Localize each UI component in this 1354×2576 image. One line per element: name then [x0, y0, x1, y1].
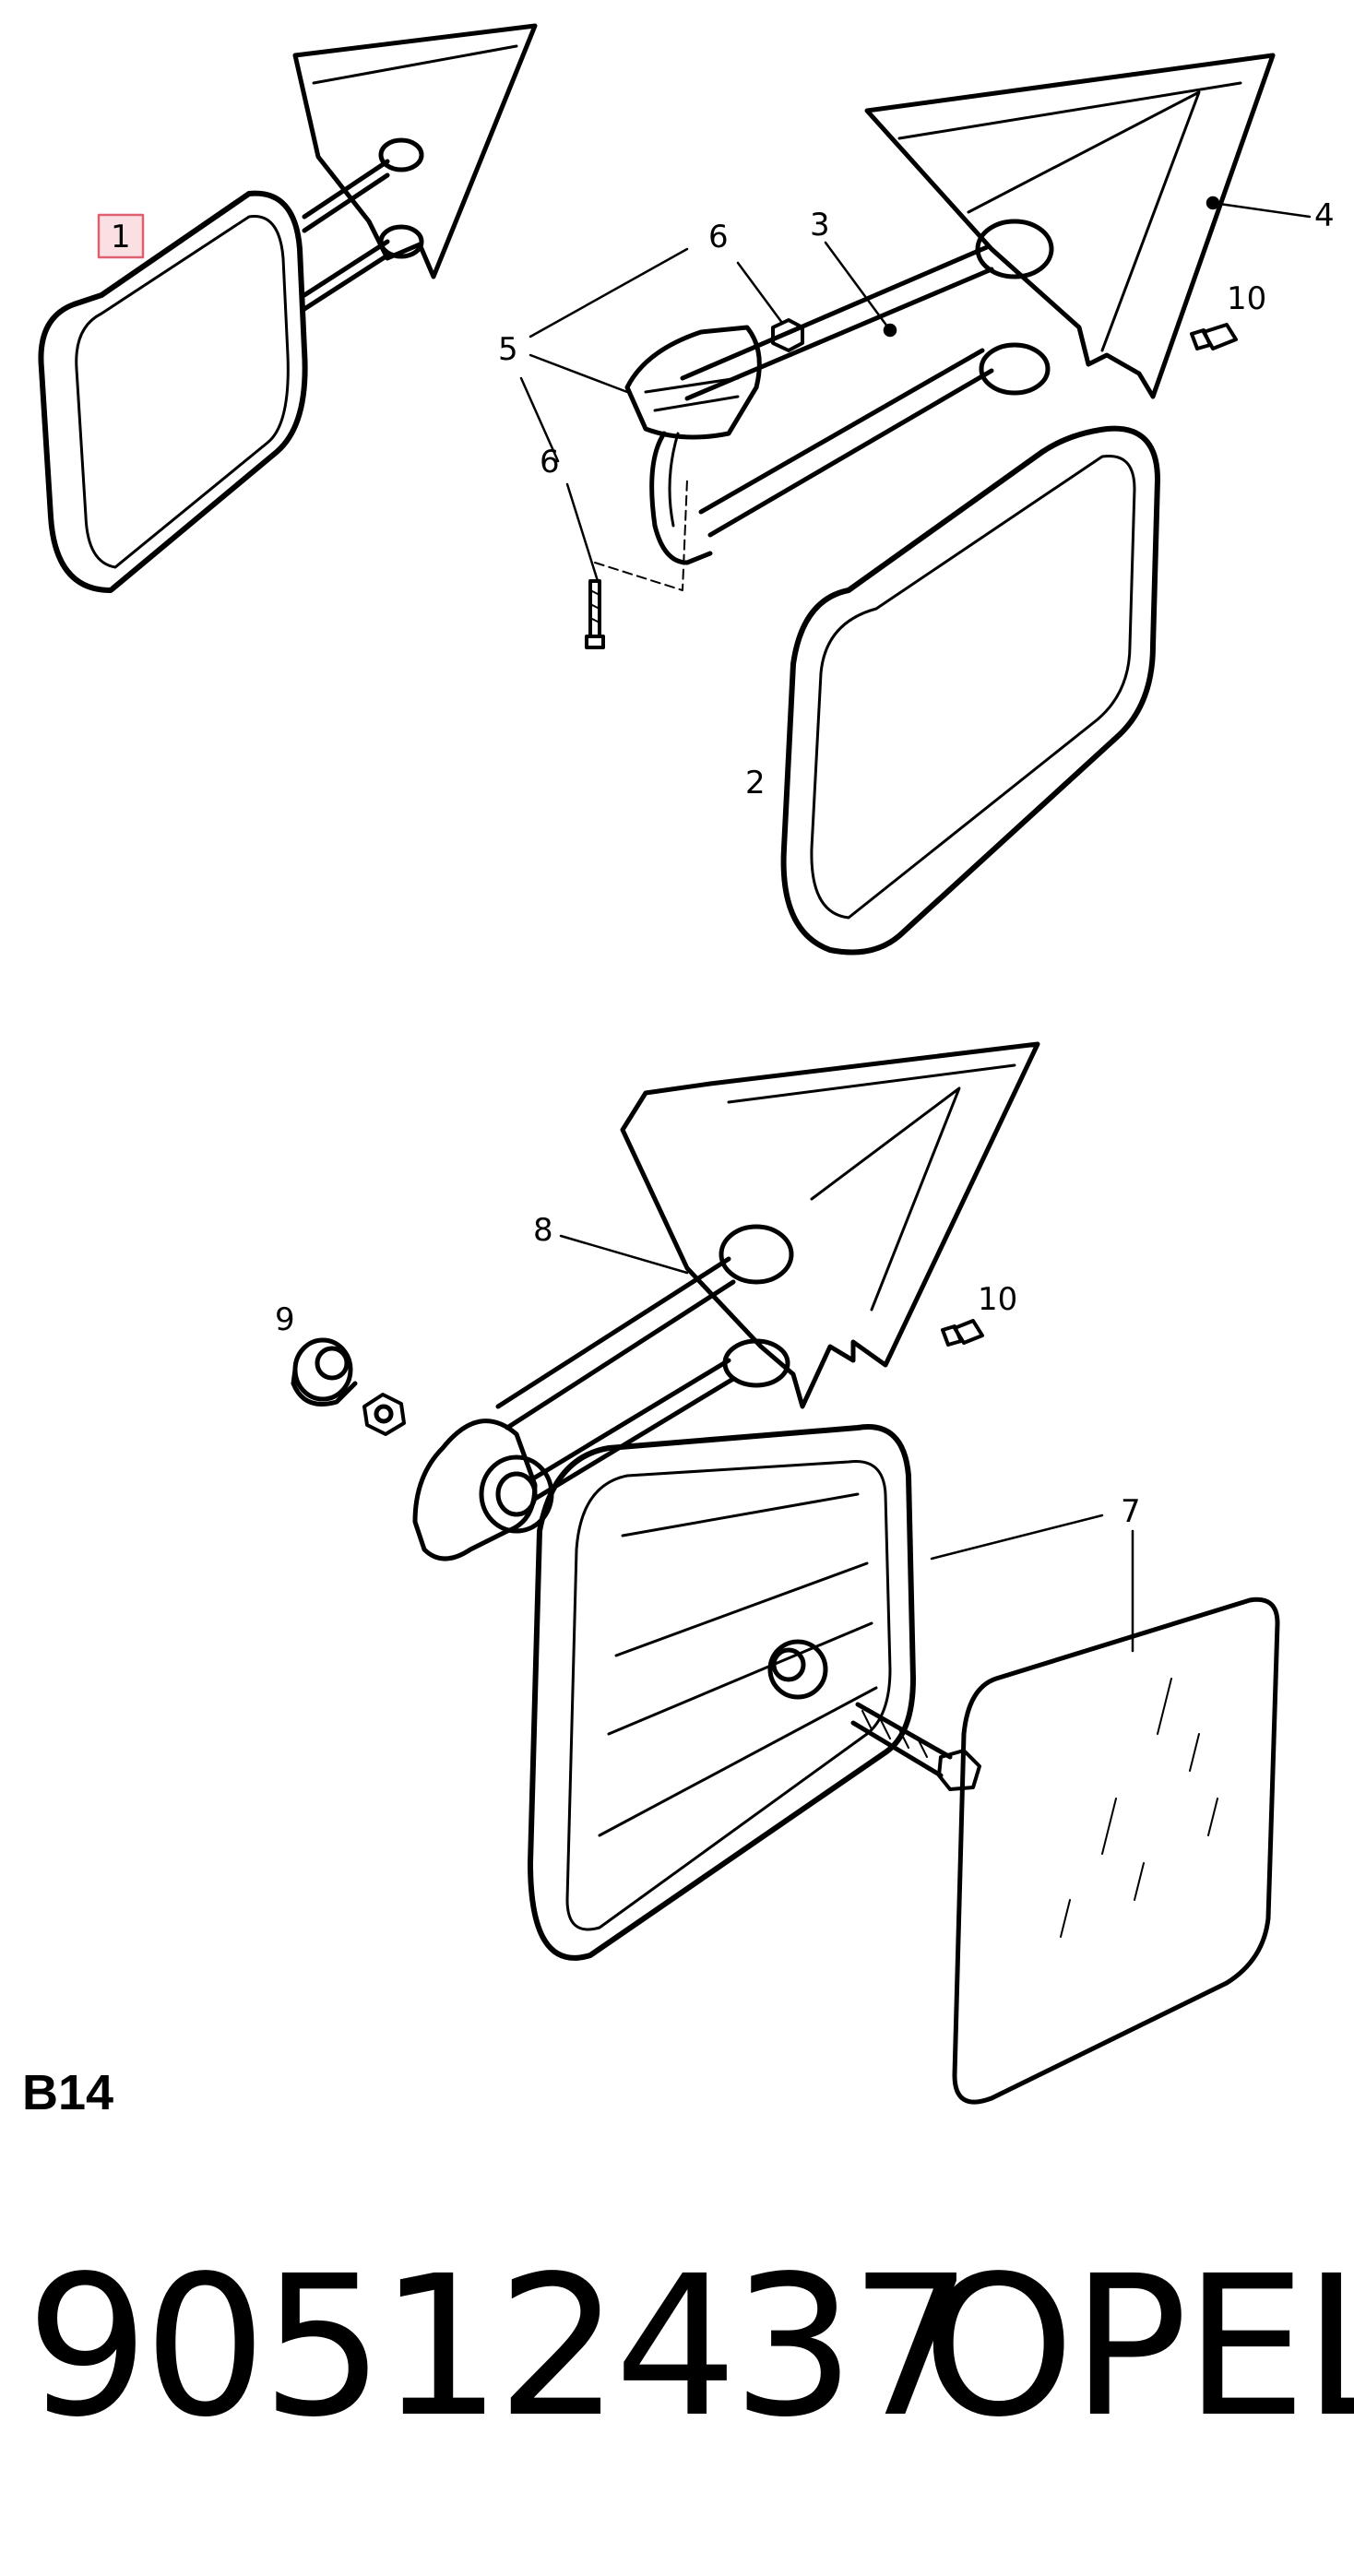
callout-9: 9: [275, 1301, 295, 1338]
mirror-assembly-upper: [585, 53, 1276, 956]
callout-10-upper: 10: [1227, 280, 1266, 317]
callout-1: 1: [111, 219, 131, 255]
callout-10-lower: 10: [978, 1281, 1017, 1318]
callout-3: 3: [810, 207, 830, 243]
callout-4: 4: [1314, 197, 1335, 234]
mirror-assembly-small: [38, 23, 538, 593]
brand-name: OPEL: [922, 2234, 1354, 2460]
callout-7: 7: [1121, 1493, 1141, 1530]
mirror-assembly-lower: [291, 1041, 1280, 2105]
parts-diagram: 1: [38, 23, 1335, 2105]
callout-2: 2: [745, 765, 766, 801]
part-number: 90512437: [26, 2234, 973, 2460]
callout-5: 5: [498, 331, 518, 368]
callout-8: 8: [533, 1212, 553, 1249]
callout-6-screw: 6: [540, 444, 560, 481]
section-label: B14: [22, 2065, 114, 2120]
callout-6-nut: 6: [708, 219, 729, 255]
leader-lines-upper: [519, 196, 1312, 583]
callout-1-highlight: [97, 213, 145, 259]
leader-lines-lower: [559, 1234, 1134, 1653]
